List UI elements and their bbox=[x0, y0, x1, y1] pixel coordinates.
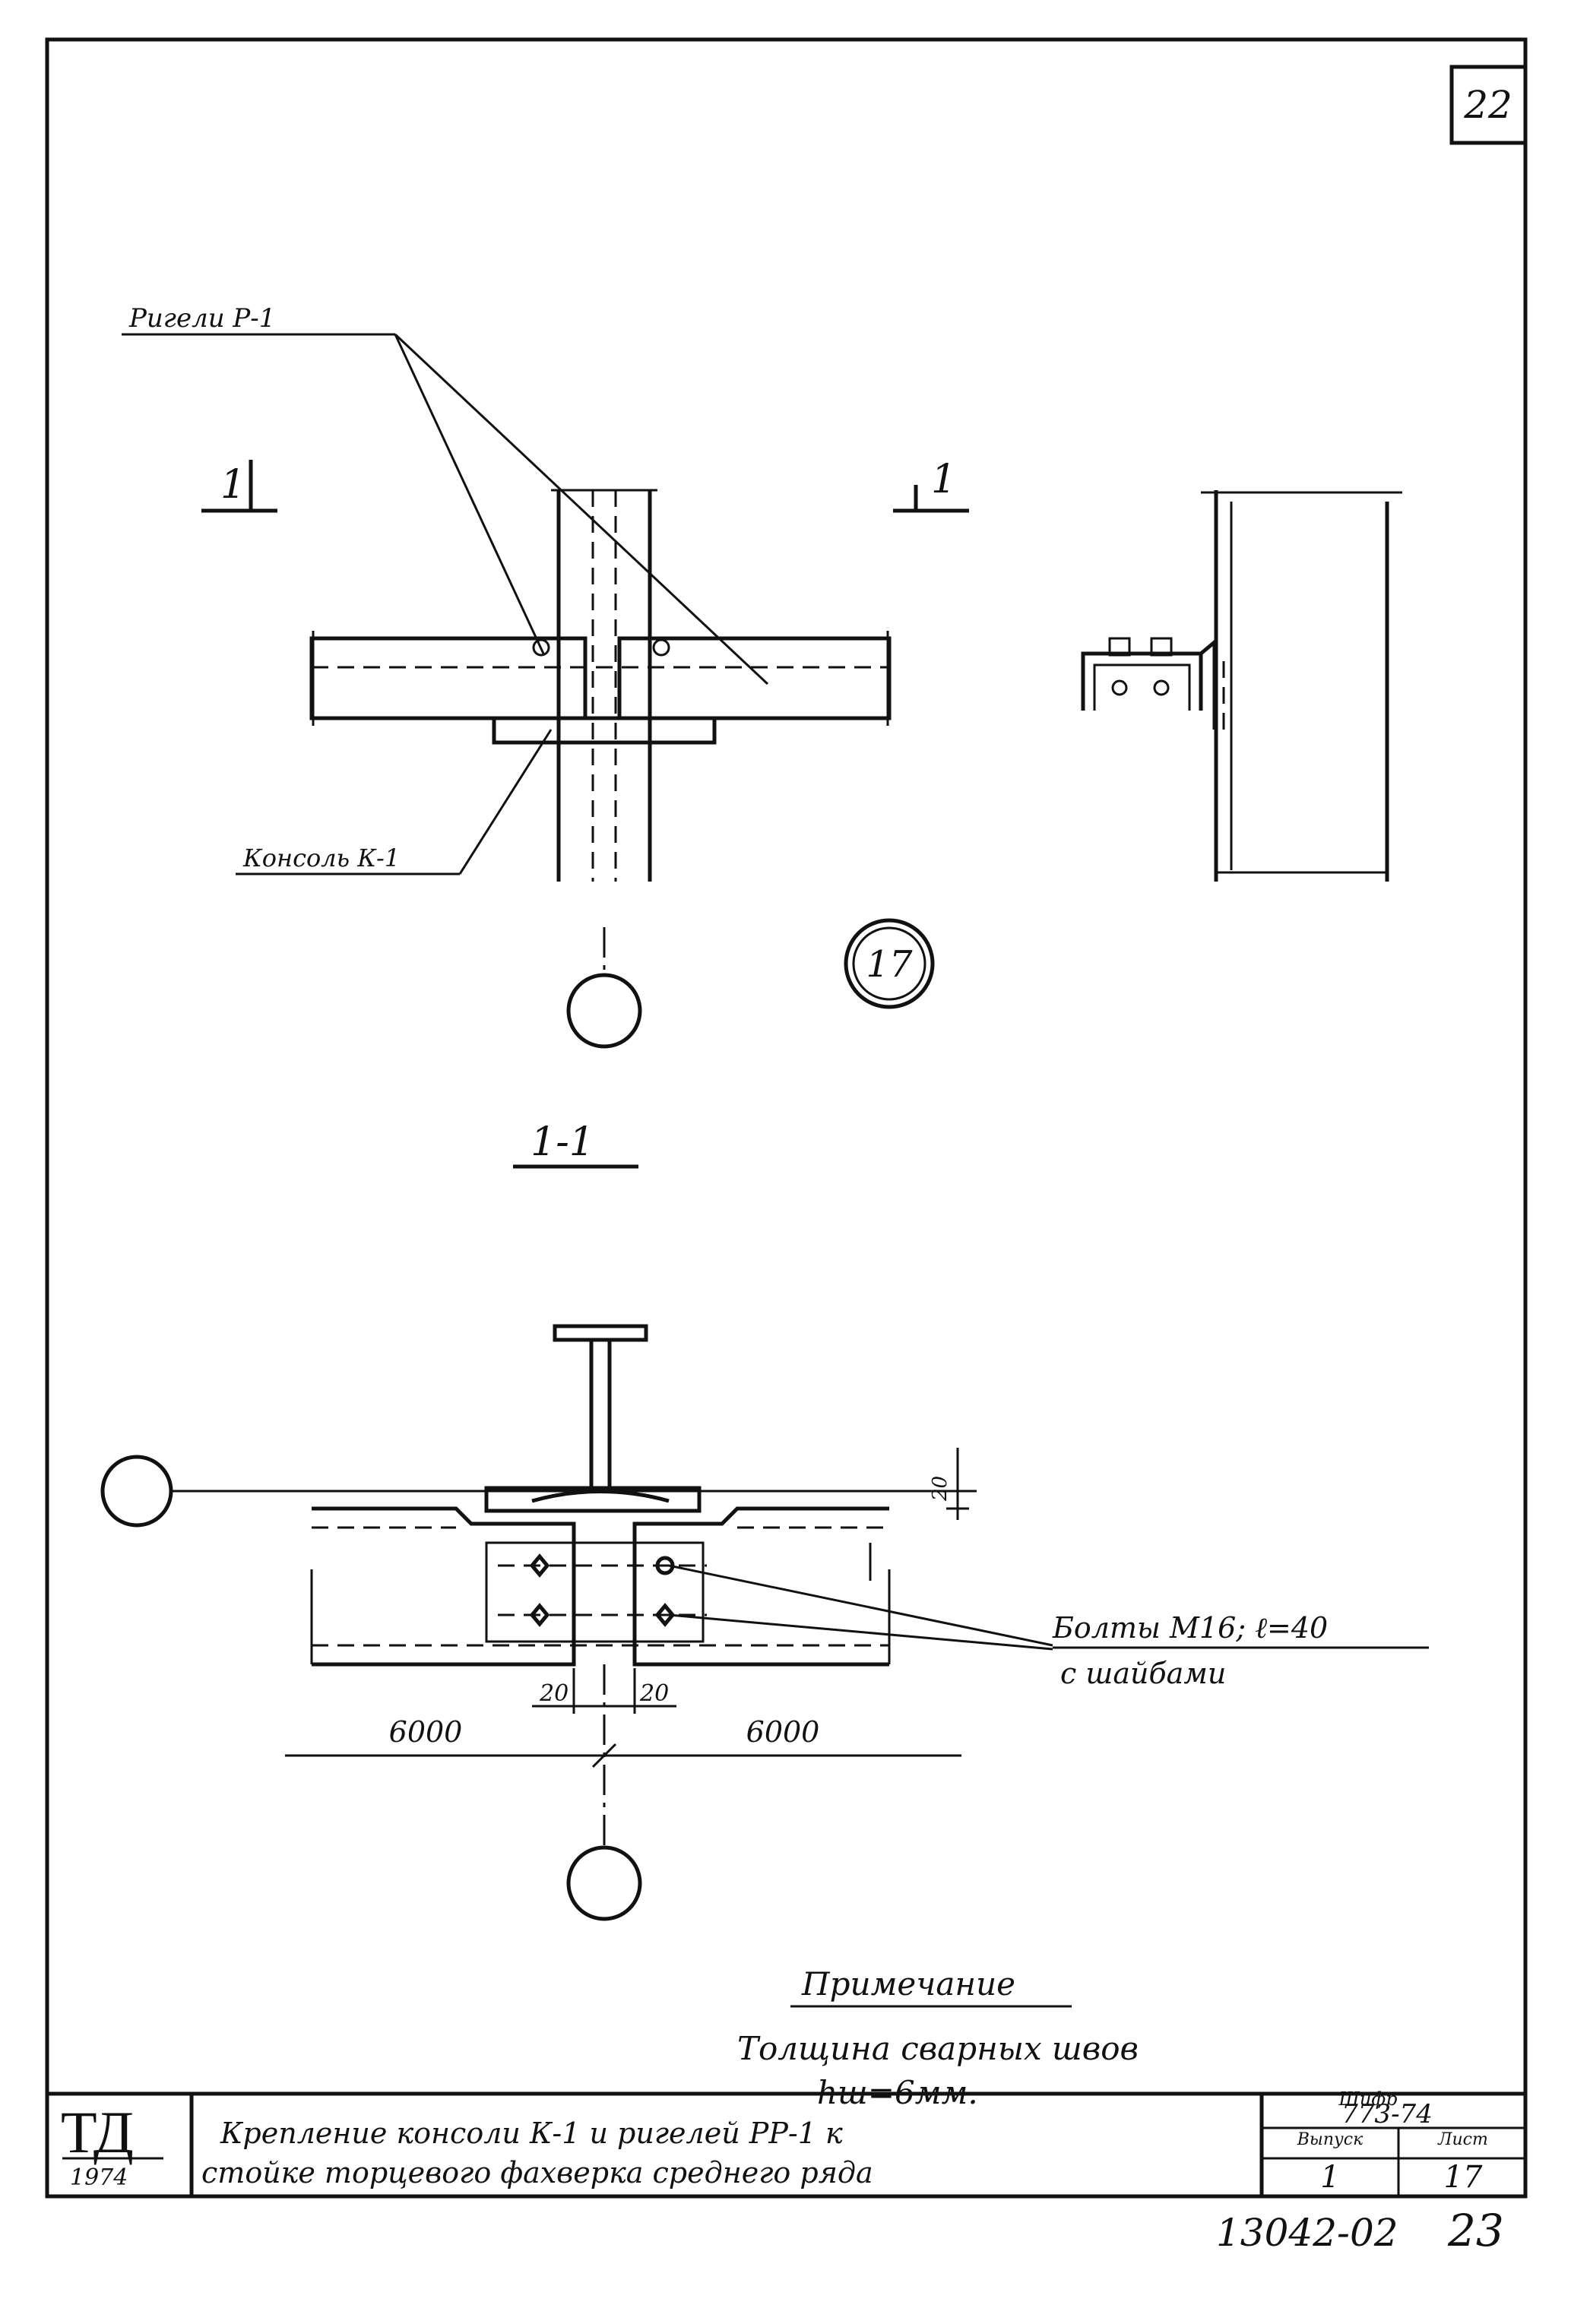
bottom-number: 23 bbox=[1447, 2205, 1504, 2256]
note-line1: Толщина сварных швов bbox=[737, 2030, 1139, 2067]
title-line1: Крепление консоли К-1 и ригелей РР-1 к bbox=[220, 2117, 843, 2150]
title-line2: стойке торцевого фахверка среднего ряда bbox=[201, 2156, 873, 2189]
elevation-view: Ригели Р-1 1 1 bbox=[122, 303, 969, 1049]
svg-text:1: 1 bbox=[220, 462, 245, 508]
svg-text:1: 1 bbox=[931, 457, 956, 502]
org-logo: ТД bbox=[61, 2099, 134, 2165]
page-number: 22 bbox=[1463, 83, 1512, 127]
right-bay-dimension: 6000 bbox=[746, 1715, 820, 1749]
axis-circle-left bbox=[100, 1455, 173, 1528]
section-mark-right: 1 bbox=[893, 457, 969, 513]
column-section bbox=[531, 1324, 670, 1503]
svg-text:1-1: 1-1 bbox=[531, 1119, 594, 1165]
page-number-box: 22 bbox=[1449, 65, 1528, 145]
bay-dimensions: 6000 6000 bbox=[285, 1664, 961, 1847]
issue-label: Выпуск bbox=[1297, 2130, 1364, 2149]
console-elevation bbox=[492, 716, 717, 745]
note-heading: Примечание bbox=[801, 1965, 1015, 2003]
stamp-year: 1974 bbox=[70, 2164, 128, 2191]
note-block: Примечание Толщина сварных швов hш=6мм. bbox=[737, 1965, 1139, 2111]
axis-circle-top bbox=[566, 973, 642, 1049]
svg-text:20: 20 bbox=[929, 1476, 952, 1502]
title-block: ТД 1974 Крепление консоли К-1 и ригелей … bbox=[47, 2088, 1525, 2196]
bolts-callout: Болты М16; ℓ=40 с шайбами bbox=[668, 1564, 1429, 1690]
side-view bbox=[1081, 490, 1402, 882]
axis-circle-bottom bbox=[566, 1845, 642, 1921]
svg-text:20: 20 bbox=[539, 1680, 569, 1707]
svg-text:17: 17 bbox=[866, 943, 913, 986]
cipher-label: Шифр bbox=[1338, 2088, 1398, 2110]
issue-value: 1 bbox=[1320, 2160, 1339, 2195]
sheet-label: Лист bbox=[1437, 2130, 1488, 2149]
sheet-frame bbox=[45, 37, 1528, 2199]
section-1-1: 1-1 bbox=[100, 1119, 1429, 1921]
section-title: 1-1 bbox=[513, 1119, 638, 1169]
rigels-elevation bbox=[309, 631, 892, 726]
sheet-value: 17 bbox=[1444, 2160, 1483, 2195]
vertical-dimension: 20 bbox=[869, 1448, 969, 1581]
column-elevation bbox=[551, 489, 657, 882]
console-callout-label: Консоль К-1 bbox=[242, 844, 400, 872]
bolts-label-line2: с шайбами bbox=[1060, 1657, 1226, 1690]
rigels-section bbox=[310, 1506, 891, 1667]
archive-code: 13042-02 bbox=[1216, 2211, 1398, 2255]
left-bay-dimension: 6000 bbox=[389, 1715, 463, 1749]
detail-marker: 17 bbox=[844, 918, 935, 1009]
bolts-label-line1: Болты М16; ℓ=40 bbox=[1052, 1611, 1328, 1645]
cipher-value: 773-74 bbox=[1341, 2099, 1433, 2129]
rigels-callout-label: Ригели Р-1 bbox=[128, 303, 275, 334]
bolt-holes bbox=[498, 1553, 707, 1627]
section-mark-left: 1 bbox=[201, 460, 277, 513]
svg-text:20: 20 bbox=[639, 1680, 669, 1707]
